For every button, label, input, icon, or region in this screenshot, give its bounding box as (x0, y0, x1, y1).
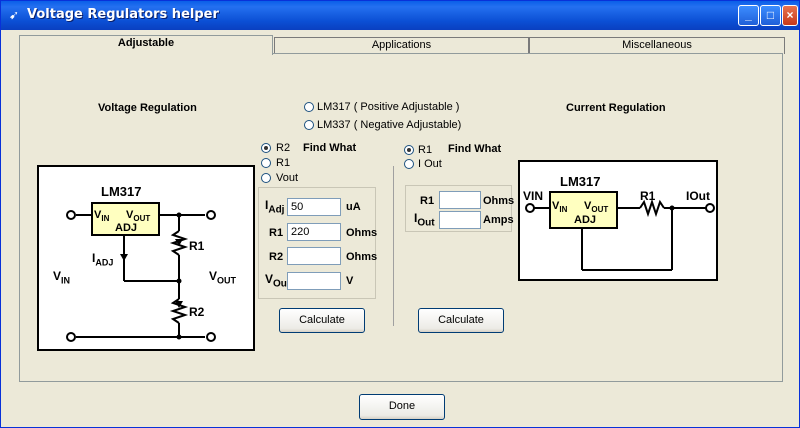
section-divider (393, 166, 394, 326)
current-calculate-button[interactable]: Calculate (418, 308, 504, 333)
r2-unit: Ohms (346, 251, 378, 263)
current-r1-unit: Ohms (483, 195, 515, 207)
voltage-chip-name: LM317 (101, 184, 142, 199)
voltage-chip-vin-pin: VIN (94, 209, 110, 224)
r2-label: R2 (269, 251, 284, 263)
done-button[interactable]: Done (359, 394, 445, 420)
tab-adjustable[interactable]: Adjustable (19, 35, 273, 55)
adjustable-panel: Voltage Regulation LM317 ( Positive Adju… (19, 53, 783, 382)
voltage-chip-adj-pin: ADJ (115, 222, 138, 234)
voltage-inputs-group: IAdj 50 uA R1 220 Ohms R2 Ohms VOut V (258, 187, 378, 299)
current-r1-input[interactable] (439, 191, 481, 209)
maximize-icon: □ (766, 8, 775, 22)
current-r1-diagram-label: R1 (640, 189, 656, 203)
voltage-circuit-diagram: LM317 VIN VOUT ADJ IADJ R1 R2 VIN VOUT (37, 165, 255, 351)
radio-find-r1-label: R1 (276, 157, 291, 169)
iadj-unit: uA (346, 201, 361, 213)
voltage-find-what-label: Find What (303, 142, 357, 154)
radio-find-vout-label: Vout (276, 172, 299, 184)
tab-label: Miscellaneous (622, 39, 692, 51)
voltage-vout-label: VOUT (209, 269, 237, 286)
tab-applications[interactable]: Applications (274, 37, 529, 54)
minimize-icon: _ (745, 8, 752, 22)
maximize-button[interactable]: □ (760, 5, 781, 26)
vout-unit: V (346, 275, 354, 287)
close-icon: × (786, 8, 794, 22)
radio-find-iout[interactable] (404, 159, 414, 169)
r1-input[interactable]: 220 (287, 223, 341, 241)
voltage-calculate-button[interactable]: Calculate (279, 308, 365, 333)
radio-find-r2[interactable] (261, 143, 271, 153)
radio-lm317-label: LM317 ( Positive Adjustable ) (317, 101, 460, 113)
iadj-input[interactable]: 50 (287, 198, 341, 216)
radio-lm317[interactable] (304, 102, 314, 112)
radio-find-current-r1[interactable] (404, 145, 414, 155)
radio-find-r2-label: R2 (276, 142, 291, 154)
voltage-r2-label: R2 (189, 305, 205, 319)
radio-lm337[interactable] (304, 120, 314, 130)
current-iout-label: IOut (414, 211, 435, 229)
window-title: Voltage Regulators helper (27, 7, 219, 22)
tab-label: Adjustable (117, 37, 175, 49)
tab-miscellaneous[interactable]: Miscellaneous (529, 37, 785, 54)
current-vin-label: VIN (523, 189, 544, 203)
tab-label: Applications (371, 39, 432, 51)
current-circuit-svg (525, 191, 715, 271)
done-label: Done (388, 400, 416, 412)
vout-input[interactable] (287, 272, 341, 290)
voltage-circuit-svg (66, 202, 216, 342)
radio-find-current-r1-label: R1 (418, 144, 433, 156)
voltage-chip-vout-pin: VOUT (126, 209, 151, 224)
app-icon: ➹ (8, 8, 20, 22)
current-heading: Current Regulation (566, 102, 666, 114)
radio-find-r1[interactable] (261, 158, 271, 168)
voltage-heading: Voltage Regulation (98, 102, 197, 114)
current-iout-unit: Amps (483, 214, 514, 226)
r2-input[interactable] (287, 247, 341, 265)
close-button[interactable]: × (782, 5, 798, 26)
r1-unit: Ohms (346, 227, 378, 239)
current-chip-name: LM317 (560, 174, 601, 189)
iadj-label: IAdj (265, 198, 285, 216)
radio-find-vout[interactable] (261, 173, 271, 183)
voltage-r1-label: R1 (189, 239, 205, 253)
current-calculate-label: Calculate (438, 314, 484, 326)
current-circuit-diagram: LM317 VIN VIN VOUT ADJ R1 IOut (518, 160, 718, 281)
voltage-calculate-label: Calculate (299, 314, 345, 326)
minimize-button[interactable]: _ (738, 5, 759, 26)
title-bar[interactable]: ➹ Voltage Regulators helper _ □ × (1, 1, 799, 30)
current-find-what-label: Find What (448, 143, 502, 155)
current-chip-adj-pin: ADJ (574, 214, 597, 226)
current-chip-vin-pin: VIN (552, 200, 568, 215)
voltage-iadj-label: IADJ (92, 251, 114, 268)
vout-label: VOut (265, 272, 291, 290)
r1-label: R1 (269, 227, 284, 239)
current-iout-input[interactable] (439, 211, 481, 229)
current-chip-vout-pin: VOUT (584, 200, 609, 215)
radio-find-iout-label: I Out (418, 158, 442, 170)
current-iout-diagram-label: IOut (686, 189, 710, 203)
current-r1-label: R1 (420, 195, 435, 207)
radio-lm337-label: LM337 ( Negative Adjustable) (317, 119, 462, 131)
current-inputs-group: R1 Ohms IOut Amps (405, 185, 515, 232)
voltage-vin-label: VIN (53, 269, 71, 286)
